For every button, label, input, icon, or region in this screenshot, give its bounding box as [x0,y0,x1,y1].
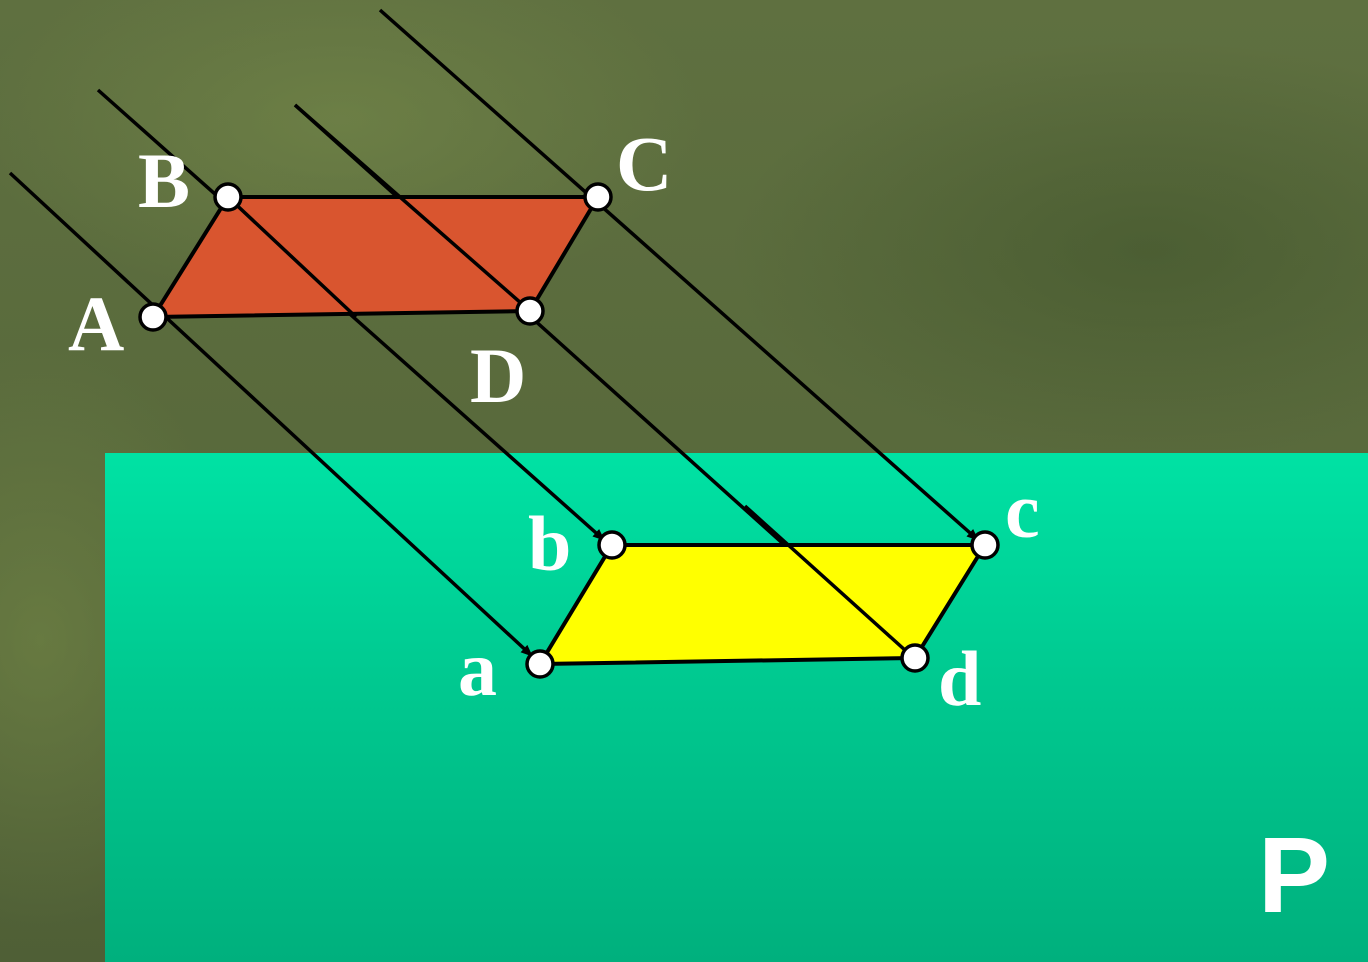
vertex-labels: A B C D a b c d P [68,120,1330,935]
label-A: A [68,280,124,367]
vertex-D [515,296,545,326]
label-c: c [1005,467,1040,554]
vertex-c [970,530,1000,560]
label-a: a [458,625,497,712]
projection-line-b-overlay [226,195,358,319]
label-C: C [616,120,672,207]
projection-line-d-overlay [293,103,532,313]
label-B: B [138,137,190,224]
plane-label: P [1258,814,1330,935]
vertex-b [597,530,627,560]
vertex-C [583,182,613,212]
vertex-d [900,643,930,673]
vertex-B [213,182,243,212]
projection-line-d-overlay-2 [743,504,908,653]
vertex-a [525,649,555,679]
vertex-A [138,302,168,332]
projection-plane [105,453,1368,962]
projection-line-a [8,171,534,658]
projection-line-c [378,8,980,542]
label-b: b [528,500,571,587]
label-D: D [470,332,526,419]
overlay-lines [226,103,532,319]
label-d: d [938,635,981,722]
projected-vertices [525,530,1000,679]
original-vertices [138,182,613,332]
